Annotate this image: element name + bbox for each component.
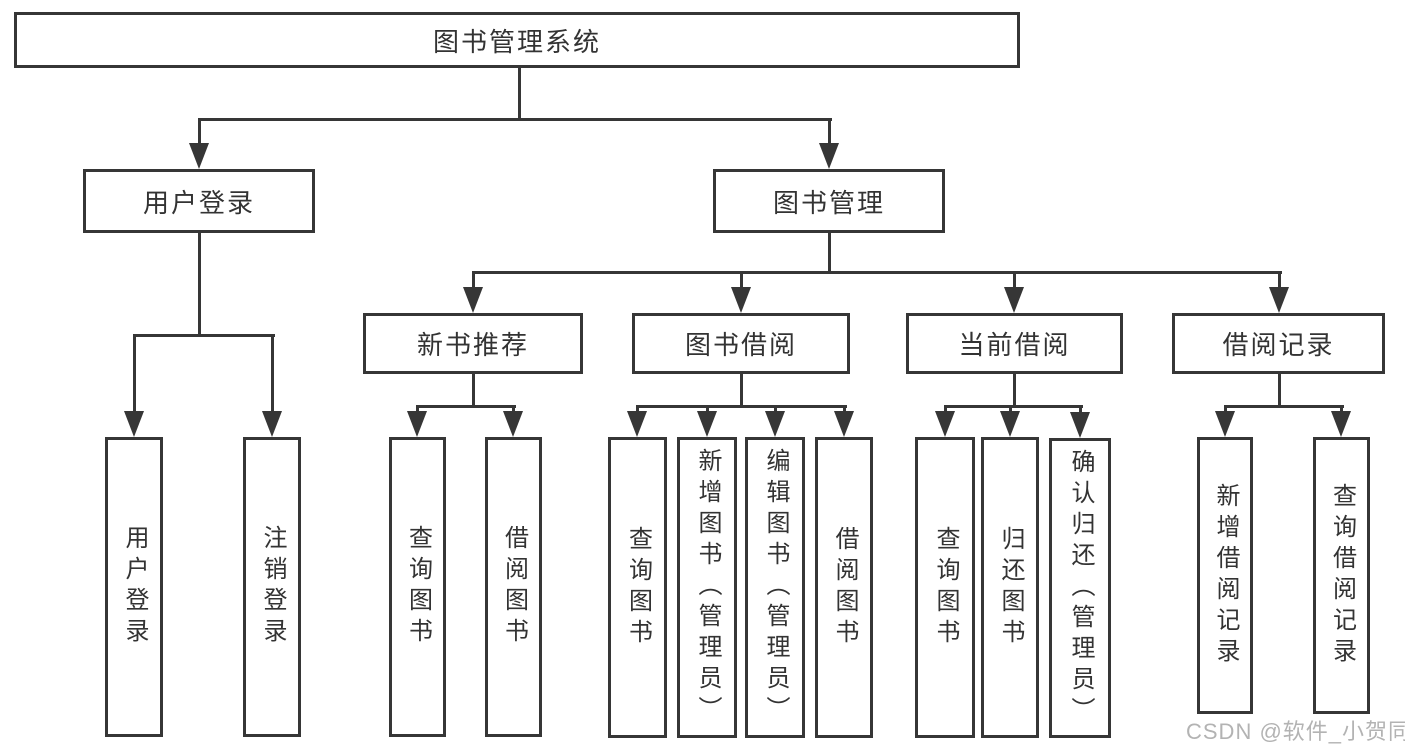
- node-newrec-borrow-books: 借阅图书: [485, 437, 542, 737]
- node-label: 注销登录: [259, 525, 286, 649]
- arrowhead-icon: [627, 411, 647, 437]
- connector-line: [944, 405, 1083, 408]
- node-library-system: 图书管理系统: [14, 12, 1020, 68]
- arrowhead-icon: [731, 287, 751, 313]
- connector-line: [472, 271, 1282, 274]
- node-label: 借阅图书: [500, 525, 528, 649]
- node-label: 查询图书: [932, 525, 959, 650]
- arrowhead-icon: [765, 411, 785, 437]
- node-add-borrow-record: 新增借阅记录: [1197, 437, 1253, 714]
- arrow-shaft: [828, 118, 831, 147]
- connector-line: [133, 334, 275, 337]
- node-label: 用户登录: [142, 187, 255, 218]
- node-label: 编辑图书（管理员）: [762, 448, 789, 727]
- arrowhead-icon: [1000, 411, 1020, 437]
- node-edit-books-admin: 编辑图书（管理员）: [745, 437, 805, 738]
- node-label: 图书借阅: [684, 330, 797, 360]
- node-book-borrowing: 图书借阅: [632, 313, 850, 374]
- arrowhead-icon: [124, 411, 144, 437]
- node-label: 新增借阅记录: [1212, 482, 1239, 669]
- connector-line: [828, 233, 831, 273]
- arrowhead-icon: [1269, 287, 1289, 313]
- node-label: 图书管理: [772, 187, 885, 218]
- connector-line: [1224, 405, 1344, 408]
- connector-line: [472, 374, 475, 408]
- arrowhead-icon: [262, 411, 282, 437]
- node-label: 图书管理系统: [432, 26, 601, 57]
- node-label: 新书推荐: [416, 330, 529, 360]
- node-label: 查询图书: [404, 525, 432, 649]
- connector-line: [518, 66, 521, 120]
- arrow-shaft: [472, 273, 475, 291]
- arrowhead-icon: [935, 411, 955, 437]
- node-new-book-recommend: 新书推荐: [363, 313, 583, 374]
- arrow-shaft: [1013, 273, 1016, 291]
- connector-line: [198, 118, 832, 121]
- arrowhead-icon: [1004, 287, 1024, 313]
- node-user-login: 用户登录: [105, 437, 163, 737]
- node-return-books: 归还图书: [981, 437, 1039, 738]
- arrow-shaft: [1079, 407, 1082, 416]
- node-label: 借阅记录: [1222, 330, 1335, 360]
- arrow-shaft: [198, 118, 201, 147]
- arrow-shaft: [1278, 273, 1281, 291]
- arrowhead-icon: [407, 411, 427, 437]
- arrowhead-icon: [819, 143, 839, 169]
- arrowhead-icon: [1331, 411, 1351, 437]
- node-query-borrow-record: 查询借阅记录: [1313, 437, 1370, 714]
- node-newrec-query-books: 查询图书: [389, 437, 446, 737]
- arrowhead-icon: [1215, 411, 1235, 437]
- node-label: 用户登录: [121, 525, 148, 649]
- connector-line: [1278, 374, 1281, 408]
- watermark: CSDN @软件_小贺同学: [1186, 719, 1405, 744]
- connector-line: [636, 405, 847, 408]
- node-current-query-books: 查询图书: [915, 437, 975, 738]
- node-add-books-admin: 新增图书（管理员）: [677, 437, 737, 738]
- arrowhead-icon: [503, 411, 523, 437]
- connector-line: [1013, 374, 1016, 408]
- arrowhead-icon: [463, 287, 483, 313]
- arrowhead-icon: [189, 143, 209, 169]
- node-label: 借阅图书: [831, 525, 858, 650]
- node-borrowing-borrow-books: 借阅图书: [815, 437, 873, 738]
- node-label: 查询图书: [624, 525, 652, 650]
- node-user-login-group: 用户登录: [83, 169, 315, 233]
- arrowhead-icon: [1070, 412, 1090, 438]
- arrowhead-icon: [834, 411, 854, 437]
- arrow-shaft: [133, 336, 136, 415]
- connector-line: [740, 374, 743, 408]
- node-label: 归还图书: [997, 525, 1024, 650]
- node-label: 查询借阅记录: [1328, 482, 1356, 669]
- connector-line: [198, 233, 201, 337]
- arrowhead-icon: [697, 411, 717, 437]
- arrow-shaft: [740, 273, 743, 291]
- node-borrowing-query-books: 查询图书: [608, 437, 667, 738]
- node-book-management: 图书管理: [713, 169, 945, 233]
- node-label: 确认归还（管理员）: [1067, 448, 1094, 728]
- connector-line: [416, 405, 516, 408]
- node-label: 当前借阅: [958, 330, 1071, 360]
- node-current-borrowing: 当前借阅: [906, 313, 1123, 374]
- node-confirm-return-admin: 确认归还（管理员）: [1049, 438, 1111, 738]
- node-logout: 注销登录: [243, 437, 301, 737]
- node-label: 新增图书（管理员）: [694, 448, 721, 727]
- node-borrowing-records: 借阅记录: [1172, 313, 1385, 374]
- arrow-shaft: [271, 336, 274, 415]
